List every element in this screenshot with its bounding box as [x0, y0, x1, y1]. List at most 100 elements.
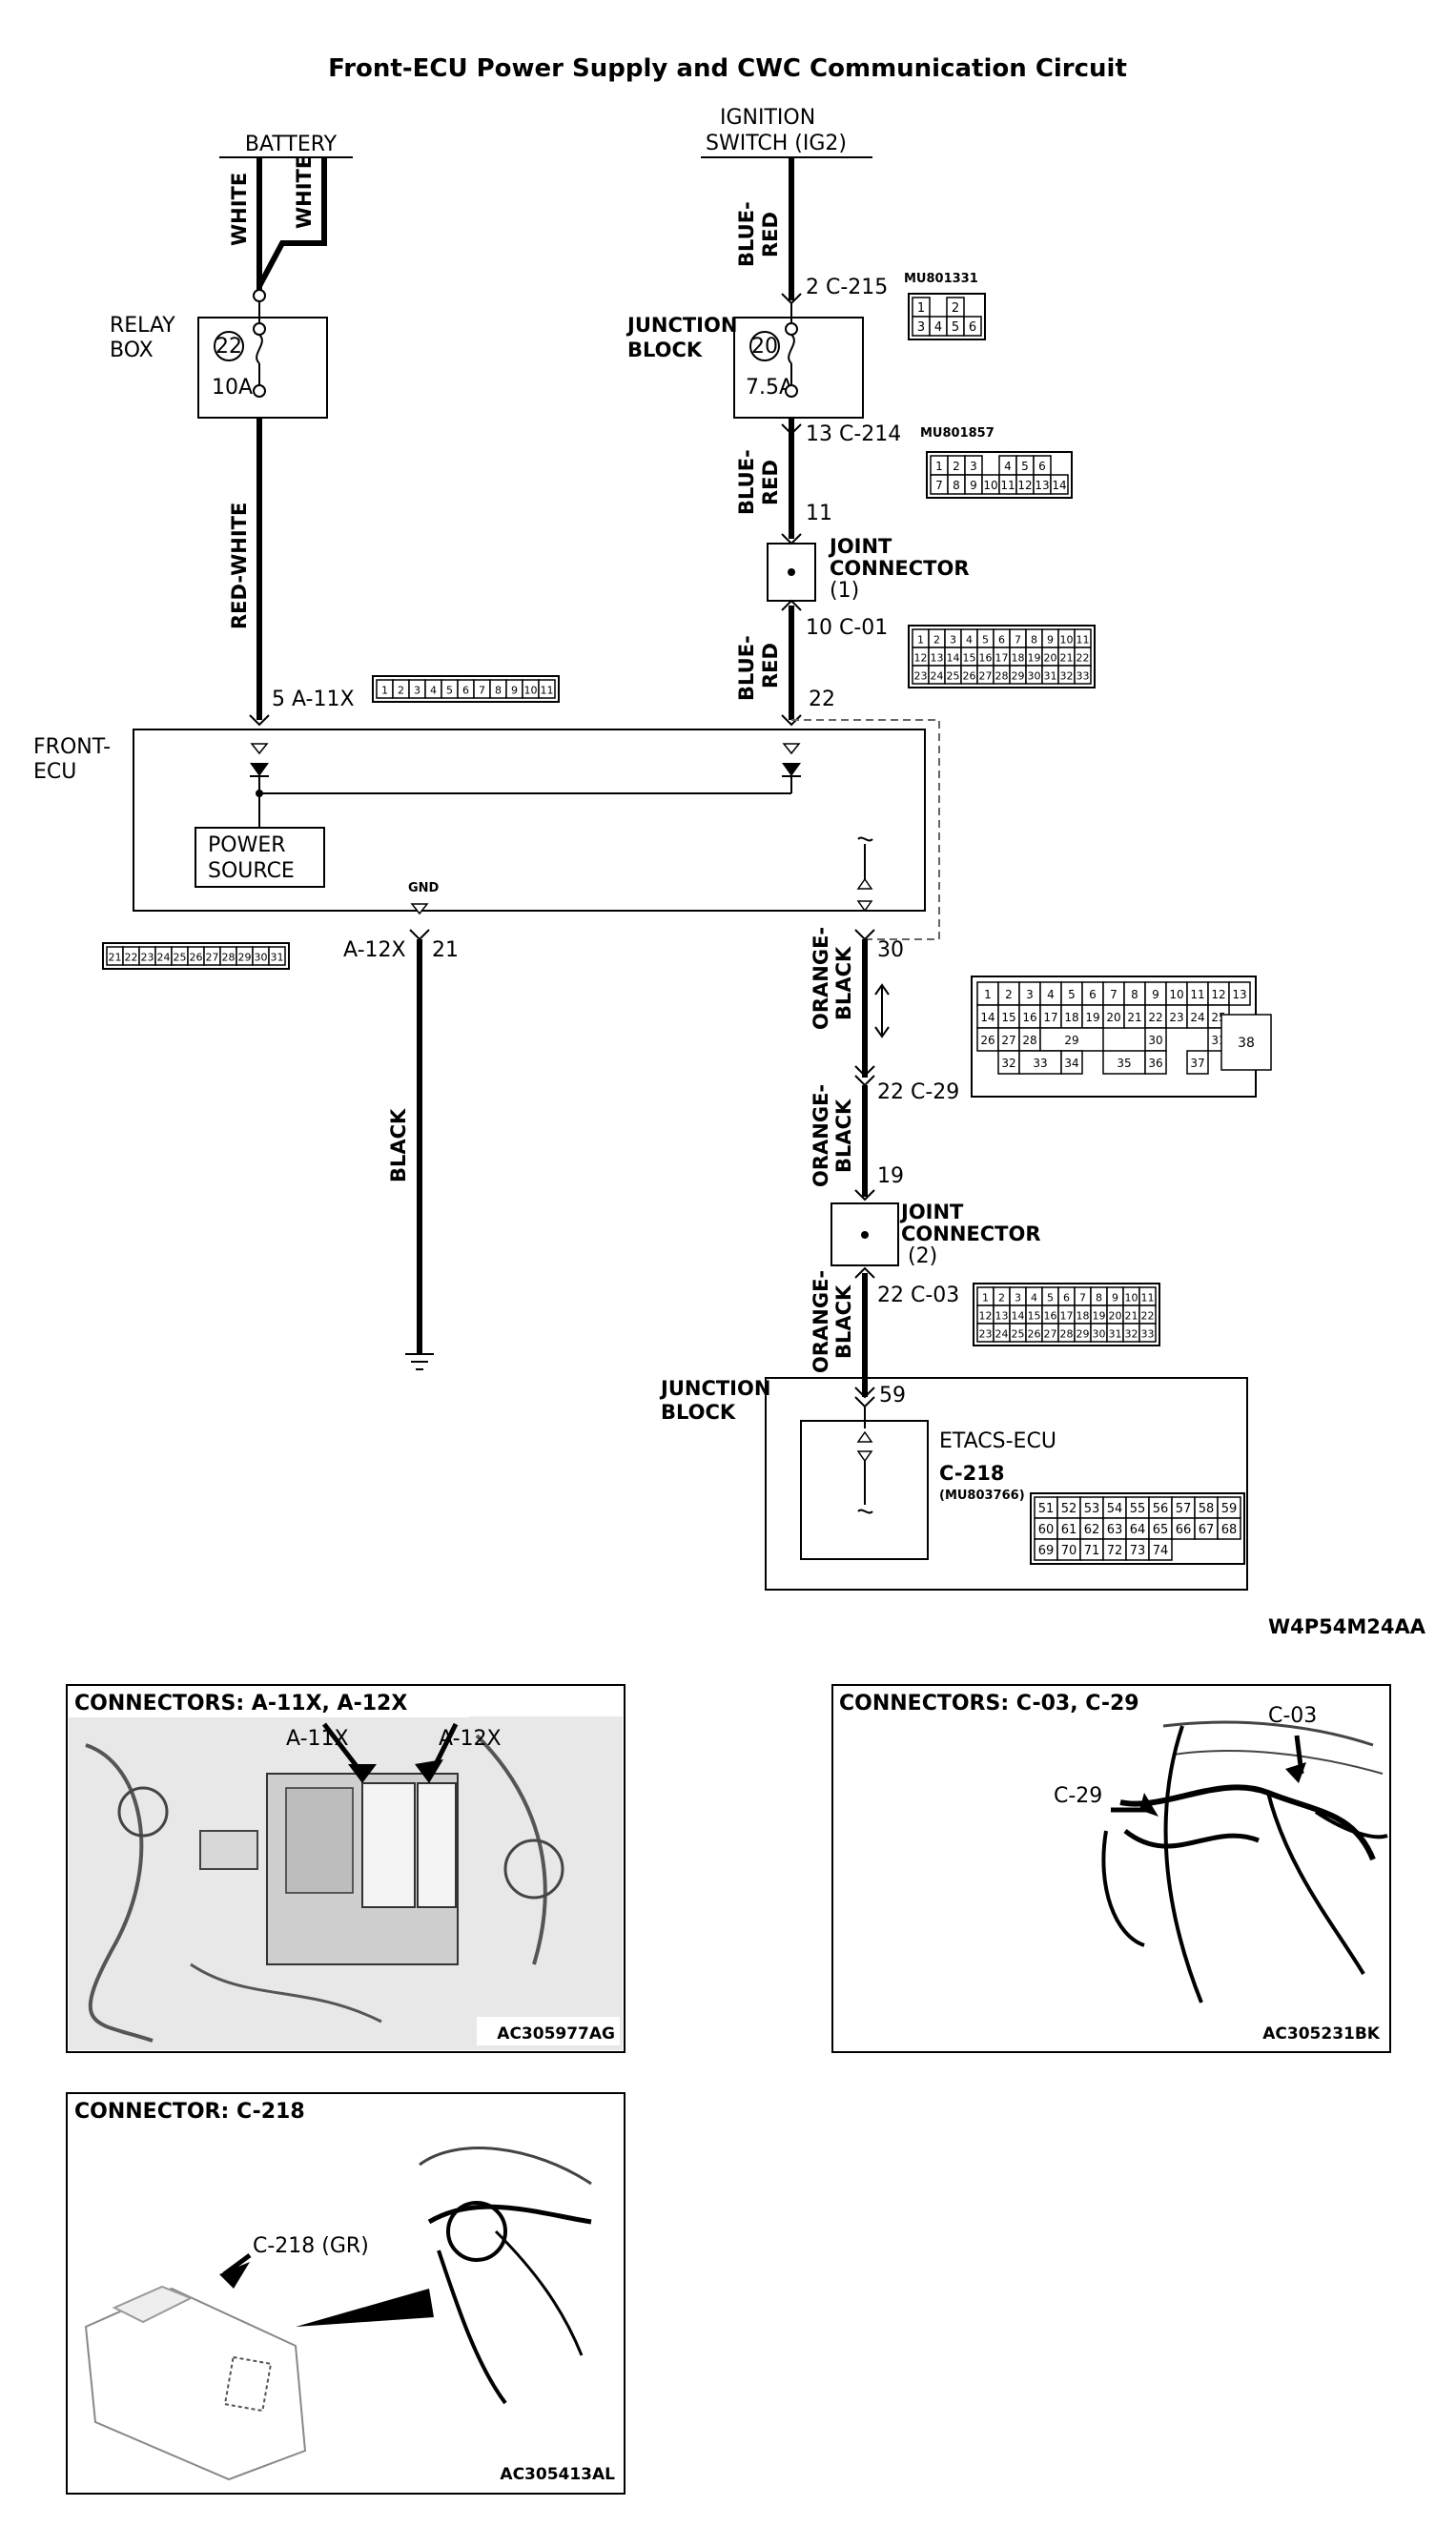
pin-30: 30 — [877, 938, 904, 962]
etacs-ecu-label: ETACS-ECU — [939, 1429, 1056, 1453]
connector-pin-number: 5 — [1047, 1292, 1054, 1305]
connector-pin-number: 30 — [1093, 1328, 1106, 1341]
connector-pin-number: 28 — [1060, 1328, 1074, 1341]
connector-pin-number: 10 — [1060, 634, 1074, 647]
connector-pin-number: 25 — [947, 670, 960, 683]
dash-harness-photo — [1101, 1720, 1388, 2003]
connector-pin-number: 13 — [931, 652, 944, 665]
wire-color-white-1: WHITE — [228, 173, 251, 246]
connector-pin-number: 6 — [1089, 988, 1097, 1001]
connector-pin-number: 21 — [109, 952, 122, 964]
connector-pin-number: 25 — [174, 952, 187, 964]
connector-pin-number: 68 — [1221, 1523, 1238, 1537]
connector-pin-number: 28 — [222, 952, 236, 964]
connector-pin-number: 11 — [541, 685, 554, 697]
battery-label: BATTERY — [245, 133, 338, 156]
photo1-label-a12x: A-12X — [439, 1727, 502, 1751]
etacs-connector-label: C-218 — [939, 1462, 1004, 1485]
connector-pin-number: 71 — [1084, 1544, 1100, 1558]
connector-pin-number: 8 — [953, 479, 960, 492]
connector-pin-number: 61 — [1061, 1523, 1077, 1537]
connector-pin-number: 5 — [1021, 460, 1029, 473]
joint2-label-1: JOINT — [899, 1201, 964, 1223]
relay-box-label-2: BOX — [110, 339, 154, 362]
wire-color-blue-3: BLUE- — [735, 635, 758, 701]
junction-block — [733, 317, 864, 419]
photo3-code: AC305413AL — [500, 2465, 615, 2484]
connector-pin-number: 23 — [914, 670, 928, 683]
connector-pin-number: 59 — [1221, 1502, 1238, 1516]
connector-pin-number: 5 — [1068, 988, 1076, 1001]
connector-pin-number: 11 — [1077, 634, 1090, 647]
connector-pin-number: 23 — [141, 952, 154, 964]
connector-pin-number: 10 — [524, 685, 538, 697]
connector-pin-number: 30 — [1148, 1034, 1162, 1047]
connector-pin-number: 30 — [1028, 670, 1041, 683]
connector-pin-number: 8 — [1096, 1292, 1102, 1305]
connector-pin-number: 15 — [1001, 1011, 1015, 1024]
power-source-label-2: SOURCE — [208, 859, 295, 883]
ignition-label-1: IGNITION — [720, 106, 815, 130]
connector-pin-number: 27 — [1044, 1328, 1057, 1341]
photo3-title: CONNECTOR: C-218 — [74, 2100, 305, 2124]
joint2-label-3: (2) — [908, 1244, 937, 1268]
connector-pin-number: 11 — [1190, 988, 1204, 1001]
connector-pin-number: 11 — [1000, 479, 1015, 492]
connector-pin-number: 19 — [1093, 1310, 1106, 1323]
connector-pin-number: 32 — [1060, 670, 1074, 683]
connector-pin-number: 15 — [963, 652, 976, 665]
connector-pin-number: 33 — [1077, 670, 1090, 683]
connector-pin-number: 13 — [1232, 988, 1246, 1001]
connector-pin-number: 31 — [1044, 670, 1057, 683]
diagram-code: W4P54M24AA — [1268, 1615, 1426, 1638]
connector-pin-number: 27 — [979, 670, 993, 683]
connector-pin-number: 3 — [414, 685, 420, 697]
connector-housing — [372, 675, 560, 703]
connector-housing — [926, 451, 1073, 499]
connector-pin-number: 14 — [980, 1011, 995, 1024]
joint1-label-2: CONNECTOR — [830, 557, 970, 580]
connector-pin-number: 23 — [1169, 1011, 1183, 1024]
diode-left — [250, 743, 269, 777]
connector-pin-number: 29 — [1012, 670, 1025, 683]
photo-panel-c03-c29 — [831, 1684, 1391, 2053]
wire-color-red-3: RED — [759, 643, 782, 688]
connector-pin-number: 10 — [983, 479, 997, 492]
connector-pin-number: 63 — [1107, 1523, 1123, 1537]
connector-pin-number: 7 — [479, 685, 485, 697]
pin-c214: 13 C-214 — [806, 422, 901, 446]
photo3-label-c218: C-218 (GR) — [253, 2234, 369, 2258]
connector-pin-number: 2 — [953, 460, 960, 473]
connector-pin-number: 21 — [1125, 1310, 1138, 1323]
relay-box-label-1: RELAY — [110, 314, 175, 338]
connector-pin-number: 22 — [1141, 1310, 1155, 1323]
connector-pin-number: 6 — [462, 685, 469, 697]
connector-pin-number: 16 — [979, 652, 993, 665]
joint-connector-2 — [831, 1202, 899, 1266]
connector-pin-number: 33 — [1033, 1057, 1047, 1070]
connector-pin-number: 65 — [1153, 1523, 1169, 1537]
front-ecu-label-1: FRONT- — [33, 735, 111, 759]
connector-pin-number: 22 — [1077, 652, 1090, 665]
pin-59: 59 — [879, 1384, 906, 1407]
junction-block-lower — [765, 1377, 1248, 1591]
connector-pin-number: 2 — [998, 1292, 1005, 1305]
connector-pin-number: 30 — [255, 952, 268, 964]
joint1-label-1: JOINT — [828, 535, 892, 558]
connector-pin-number: 17 — [995, 652, 1009, 665]
connector-pin-number: 3 — [950, 634, 956, 647]
etacs-part-number: (MU803766) — [939, 1489, 1025, 1503]
connector-pin-number: 33 — [1141, 1328, 1155, 1341]
connector-cavity — [1228, 981, 1251, 1006]
connector-pin-number: 17 — [1060, 1310, 1074, 1323]
wire-color-red-1: RED — [759, 212, 782, 257]
connector-pin-number: 1 — [917, 301, 925, 316]
connector-pin-number: 29 — [1064, 1034, 1078, 1047]
ignition-label-2: SWITCH (IG2) — [706, 132, 847, 155]
connector-pin-number: 10 — [1125, 1292, 1138, 1305]
connector-housing — [908, 625, 1096, 688]
connector-pin-number: 62 — [1084, 1523, 1100, 1537]
pin-a12x: A-12X — [343, 938, 406, 962]
